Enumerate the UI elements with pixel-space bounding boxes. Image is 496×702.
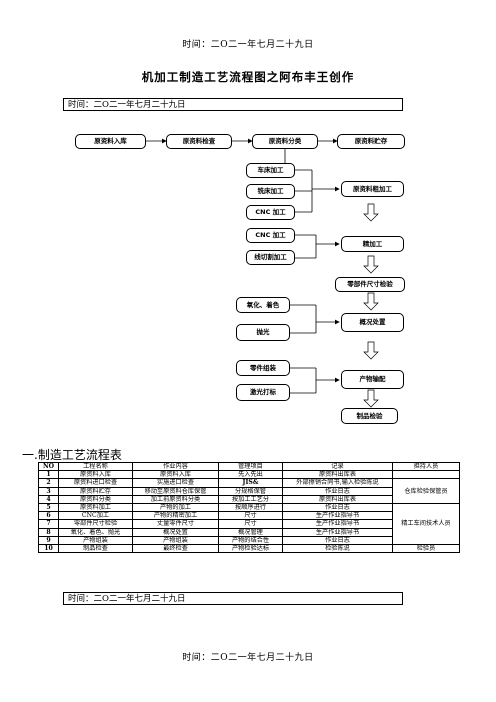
cell-no: 4 [38,494,59,504]
cell-staff-technicians: 精工车间技术人员 [392,502,460,545]
node-laser-marking: 激光打标 [236,384,290,401]
cell-management: 产物的结合性 [218,535,283,545]
col-header-process: 工程名称 [58,461,133,472]
cell-content: 丈量零件尺寸 [132,519,219,529]
cell-management: 产物检验达标 [218,543,283,554]
node-final-inspection: 制品检验 [341,408,398,424]
cell-process: CNC加工 [58,511,133,521]
section-title: 一.制造工艺流程表 [22,448,122,462]
cell-process: 原资料进口检查 [58,478,133,488]
document-title: 机加工制造工艺流程图之阿布丰王创作 [141,70,355,84]
col-header-management: 管理项目 [218,461,283,472]
cell-management: 尺寸 [218,511,283,521]
cell-process: 氧化、着色、抛光 [58,527,133,537]
node-cnc-machining-2: CNC 加工 [246,228,295,243]
cell-management: 尺寸 [218,519,283,529]
table-row: 10 制品检查 最终检查 产物检验达标 检验陈说 检验员 [38,543,460,554]
cell-process: 原资料贮存 [58,486,133,496]
cell-content: 产物的精密加工 [132,511,219,521]
col-header-staff: 担持人员 [392,461,460,472]
cell-process: 原资料加工 [58,502,133,513]
cell-no: 2 [38,478,59,488]
cell-process: 原资料入库 [58,470,133,480]
node-raw-material-storage: 原资料贮存 [337,134,405,149]
table-header-row: NO 工程名称 作业内容 管理项目 记录 担持人员 [38,461,460,472]
node-surface-treatment: 概况处置 [341,313,404,332]
cell-content: 产物的加工 [132,502,219,513]
cell-management: 按顺序进行 [218,502,283,513]
cell-no: 7 [38,519,59,529]
cell-no: 8 [38,527,59,537]
cell-record: 生产作业指导书 [282,511,393,521]
cell-record: 原资料出库表 [282,494,393,504]
cell-record: 生产作业指导书 [282,527,393,537]
cell-record: 原资料出库表 [282,470,393,480]
page-footer-date: 时间：二O二一年七月二十九日 [182,653,314,663]
cell-content: 移动至原资料仓库保管 [132,486,219,496]
cell-management: 分规格保管 [218,486,283,496]
col-header-no: NO [38,461,59,472]
cell-process: 原资料分类 [58,494,133,504]
cell-staff-inspector: 检验员 [392,543,460,554]
node-raw-material-inspection: 原资料检查 [166,134,232,149]
node-product-delivery: 产物输配 [341,370,404,389]
table-row: 5 原资料加工 产物的加工 按顺序进行 作业日志 精工车间技术人员 [38,502,460,545]
node-lathe-machining: 车床加工 [246,163,295,178]
cell-process: 制品检查 [58,543,133,554]
flowchart-connectors [146,138,379,408]
cell-no: 5 [38,502,59,513]
cell-management: 先入先出 [218,470,283,480]
cell-content: 产物组装 [132,535,219,545]
col-header-record: 记录 [282,461,393,472]
cell-record: 作业日志 [282,535,393,545]
node-finishing: 精加工 [341,236,404,252]
process-table: NO 工程名称 作业内容 管理项目 记录 担持人员 1 原资料入库 原资料入库 … [38,461,460,554]
node-raw-material-sorting: 原资料分类 [252,134,318,149]
cell-management: 概况管理 [218,527,283,537]
col-header-content: 作业内容 [132,461,219,472]
cell-record: 外部擦销合同书,输入检验陈说 [282,478,393,488]
cell-record: 检验陈说 [282,543,393,554]
page-header-date: 时间：二O二一年七月二十九日 [182,40,314,50]
date-box-bottom: 时间：二O二一年七月二十九日 [63,592,403,605]
cell-no: 9 [38,535,59,545]
node-rough-machining: 原资料粗加工 [341,181,404,197]
cell-management: JIS& [218,478,283,488]
cell-no: 3 [38,486,59,496]
cell-content: 实施进口检查 [132,478,219,488]
cell-content: 概况处置 [132,527,219,537]
node-milling-machining: 铣床加工 [246,184,295,199]
table-row: 1 原资料入库 原资料入库 先入先出 原资料出库表 [38,470,460,480]
cell-no: 10 [38,543,59,554]
cell-staff-empty [392,470,460,480]
cell-no: 6 [38,511,59,521]
cell-content: 最终检查 [132,543,219,554]
cell-content: 原资料入库 [132,470,219,480]
node-polishing: 抛光 [236,324,290,341]
cell-management: 按加工工艺分 [218,494,283,504]
date-box-top: 时间：二O二一年七月二十九日 [63,98,403,111]
cell-record: 作业日志 [282,502,393,513]
table-row: 2 原资料进口检查 实施进口检查 JIS& 外部擦销合同书,输入检验陈说 仓库检… [38,478,460,504]
cell-content: 加工前原资料分类 [132,494,219,504]
cell-process: 产物组装 [58,535,133,545]
cell-no: 1 [38,470,59,480]
cell-staff-warehouse: 仓库检验保管员 [392,478,460,504]
cell-process: 零部件尺寸检验 [58,519,133,529]
node-part-assembly: 零件组装 [236,360,290,376]
node-raw-material-inbound: 原资料入库 [75,134,146,149]
node-dimension-inspection: 零部件尺寸检验 [335,277,405,292]
node-wire-cutting: 线切割加工 [246,250,295,265]
cell-record: 作业日志 [282,486,393,496]
node-oxidation-coloring: 氧化、着色 [236,297,290,313]
node-cnc-machining-1: CNC 加工 [246,205,295,220]
cell-record: 生产作业指导书 [282,519,393,529]
